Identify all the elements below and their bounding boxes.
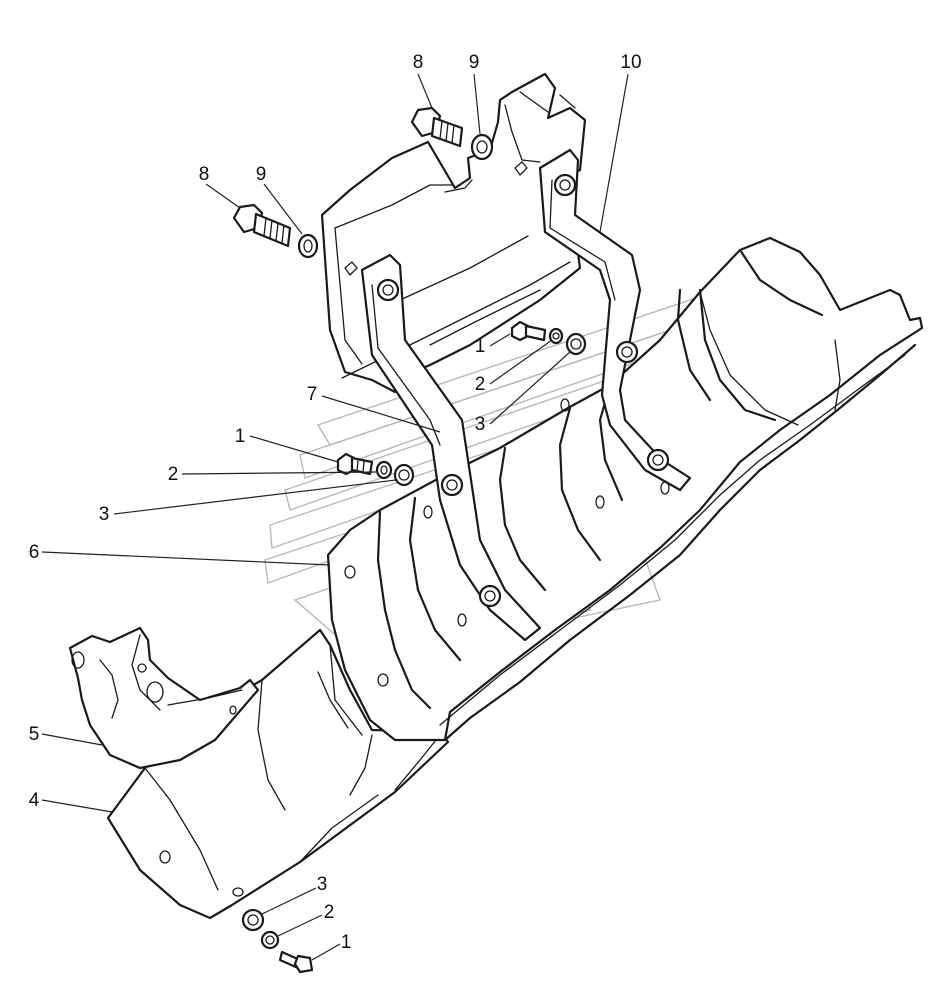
clamp-strap-7 <box>360 253 542 642</box>
washer-3-lower <box>241 908 265 932</box>
leader-lines <box>41 73 629 961</box>
callout-1-middle: 1 <box>235 426 246 447</box>
callout-3-lower: 3 <box>317 874 328 895</box>
washer-9-lower <box>297 233 319 259</box>
callout-1-lower: 1 <box>341 932 352 953</box>
callout-7: 7 <box>307 384 318 405</box>
callout-4: 4 <box>29 790 40 811</box>
callout-10: 10 <box>620 52 641 73</box>
washer-2-middle <box>375 460 393 480</box>
clamp-strap-10 <box>538 148 692 492</box>
callout-2-upper: 2 <box>475 374 486 395</box>
callout-labels: 8 9 10 8 9 1 2 3 7 1 2 3 6 5 4 3 2 1 <box>29 52 642 953</box>
callout-2-middle: 2 <box>168 464 179 485</box>
washer-9-upper <box>470 133 494 161</box>
callout-9-upper: 9 <box>469 52 480 73</box>
bolt-8-upper <box>410 106 464 148</box>
callout-9-lower: 9 <box>256 164 267 185</box>
washer-3-upper <box>565 332 587 356</box>
callout-5: 5 <box>29 724 40 745</box>
callout-6: 6 <box>29 542 40 563</box>
callout-3-middle: 3 <box>99 504 110 525</box>
bolt-1-middle <box>336 452 374 476</box>
callout-2-lower: 2 <box>324 902 335 923</box>
callout-1-upper: 1 <box>475 336 486 357</box>
bolt-1-upper <box>510 320 547 342</box>
bolt-1-lower <box>278 950 314 974</box>
heat-shield-lower <box>106 628 450 920</box>
washer-2-upper <box>548 327 564 345</box>
washer-2-lower <box>260 930 280 950</box>
callout-8-lower: 8 <box>199 164 210 185</box>
callout-8-upper: 8 <box>413 52 424 73</box>
end-bracket <box>68 626 260 770</box>
bolt-8-lower <box>232 203 292 248</box>
washer-3-middle <box>393 463 415 487</box>
callout-3-upper: 3 <box>475 414 486 435</box>
